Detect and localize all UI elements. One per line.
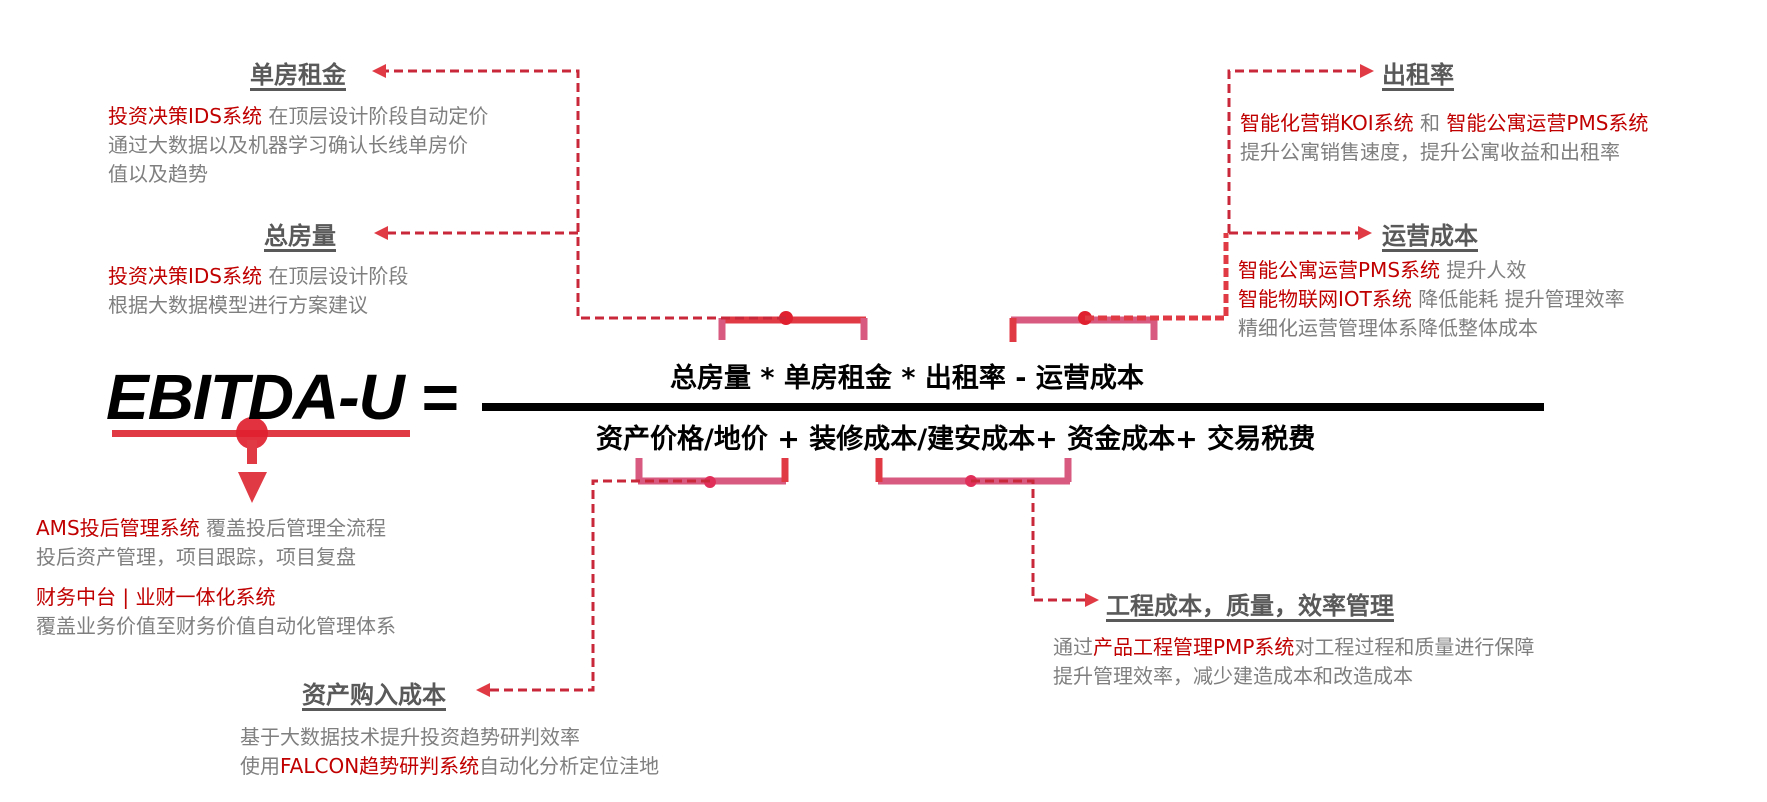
- bracket-numerator-right: [1009, 311, 1158, 342]
- system-name: 智能物联网IOT系统: [1238, 287, 1412, 311]
- system-name: 财务中台 | 业财一体化系统: [36, 585, 276, 609]
- bracket-numerator-left: [718, 311, 868, 340]
- heading-engineering: 工程成本，质量，效率管理: [1106, 592, 1394, 620]
- desc-occupancy: 智能化营销KOI系统 和 智能公寓运营PMS系统 提升公寓销售速度，提升公寓收益…: [1240, 109, 1648, 167]
- desc-line: 智能化营销KOI系统 和 智能公寓运营PMS系统: [1240, 111, 1649, 135]
- desc-line: 值以及趋势: [108, 162, 208, 186]
- desc-line: 提升公寓销售速度，提升公寓收益和出租率: [1240, 140, 1620, 164]
- desc-line: 智能公寓运营PMS系统 提升人效: [1238, 258, 1527, 282]
- system-name: 智能化营销KOI系统: [1240, 111, 1414, 135]
- desc-line: 投后资产管理，项目跟踪，项目复盘: [36, 545, 356, 569]
- arrow-right-icon: [1360, 64, 1374, 78]
- system-name: 智能公寓运营PMS系统: [1446, 111, 1649, 135]
- formula-denominator: 资产价格/地价 + 装修成本/建安成本+ 资金成本+ 交易税费: [596, 424, 1316, 455]
- system-name: 投资决策IDS系统: [108, 264, 262, 288]
- heading-operating-cost: 运营成本: [1382, 222, 1478, 250]
- desc-finance-system: 财务中台 | 业财一体化系统 覆盖业务价值至财务价值自动化管理体系: [36, 583, 396, 641]
- system-name: 产品工程管理PMP系统: [1093, 635, 1295, 659]
- bracket-denominator-left: [635, 458, 789, 488]
- formula-lhs: EBITDA-U =: [106, 361, 458, 433]
- desc-line: 通过大数据以及机器学习确认长线单房价: [108, 133, 468, 157]
- arrow-left-icon: [374, 226, 388, 240]
- desc-engineering: 通过产品工程管理PMP系统对工程过程和质量进行保障 提升管理效率，减少建造成本和…: [1053, 633, 1534, 691]
- desc-line: 使用FALCON趋势研判系统自动化分析定位洼地: [240, 754, 660, 778]
- desc-line: 覆盖业务价值至财务价值自动化管理体系: [36, 614, 396, 638]
- desc-line: 精细化运营管理体系降低整体成本: [1238, 316, 1538, 340]
- desc-line: 投资决策IDS系统 在顶层设计阶段自动定价: [108, 104, 489, 128]
- heading-total-rooms: 总房量: [264, 222, 336, 250]
- ebitda-pin: [112, 417, 410, 503]
- heading-unit-rent: 单房租金: [250, 61, 346, 89]
- system-name: FALCON趋势研判系统: [280, 754, 480, 778]
- desc-line: 智能物联网IOT系统 降低能耗 提升管理效率: [1238, 287, 1625, 311]
- arrow-right-icon: [1358, 226, 1372, 240]
- desc-line: 根据大数据模型进行方案建议: [108, 293, 368, 317]
- arrow-left-icon: [372, 64, 386, 78]
- desc-line: 投资决策IDS系统 在顶层设计阶段: [108, 264, 409, 288]
- system-name: 投资决策IDS系统: [108, 104, 262, 128]
- formula-numerator: 总房量 * 单房租金 * 出租率 - 运营成本: [670, 363, 1144, 394]
- heading-asset-acquisition: 资产购入成本: [302, 681, 446, 709]
- desc-asset-acquisition: 基于大数据技术提升投资趋势研判效率 使用FALCON趋势研判系统自动化分析定位洼…: [240, 723, 659, 781]
- desc-operating-cost: 智能公寓运营PMS系统 提升人效 智能物联网IOT系统 降低能耗 提升管理效率 …: [1238, 256, 1625, 343]
- desc-line: 通过产品工程管理PMP系统对工程过程和质量进行保障: [1053, 635, 1535, 659]
- desc-post-investment: AMS投后管理系统 覆盖投后管理全流程 投后资产管理，项目跟踪，项目复盘: [36, 514, 386, 572]
- desc-line: 基于大数据技术提升投资趋势研判效率: [240, 725, 580, 749]
- heading-occupancy: 出租率: [1382, 61, 1454, 89]
- bracket-denominator-middle: [875, 458, 1072, 487]
- arrow-right-icon: [1085, 593, 1099, 607]
- system-name: 智能公寓运营PMS系统: [1238, 258, 1441, 282]
- arrow-down-icon: [238, 472, 267, 503]
- desc-total-rooms: 投资决策IDS系统 在顶层设计阶段 根据大数据模型进行方案建议: [108, 262, 408, 320]
- desc-line: 提升管理效率，减少建造成本和改造成本: [1053, 664, 1413, 688]
- desc-unit-rent: 投资决策IDS系统 在顶层设计阶段自动定价 通过大数据以及机器学习确认长线单房价…: [108, 102, 488, 189]
- fraction-bar: [482, 403, 1544, 411]
- desc-line: AMS投后管理系统 覆盖投后管理全流程: [36, 516, 386, 540]
- arrow-left-icon: [476, 683, 490, 697]
- system-name: AMS投后管理系统: [36, 516, 200, 540]
